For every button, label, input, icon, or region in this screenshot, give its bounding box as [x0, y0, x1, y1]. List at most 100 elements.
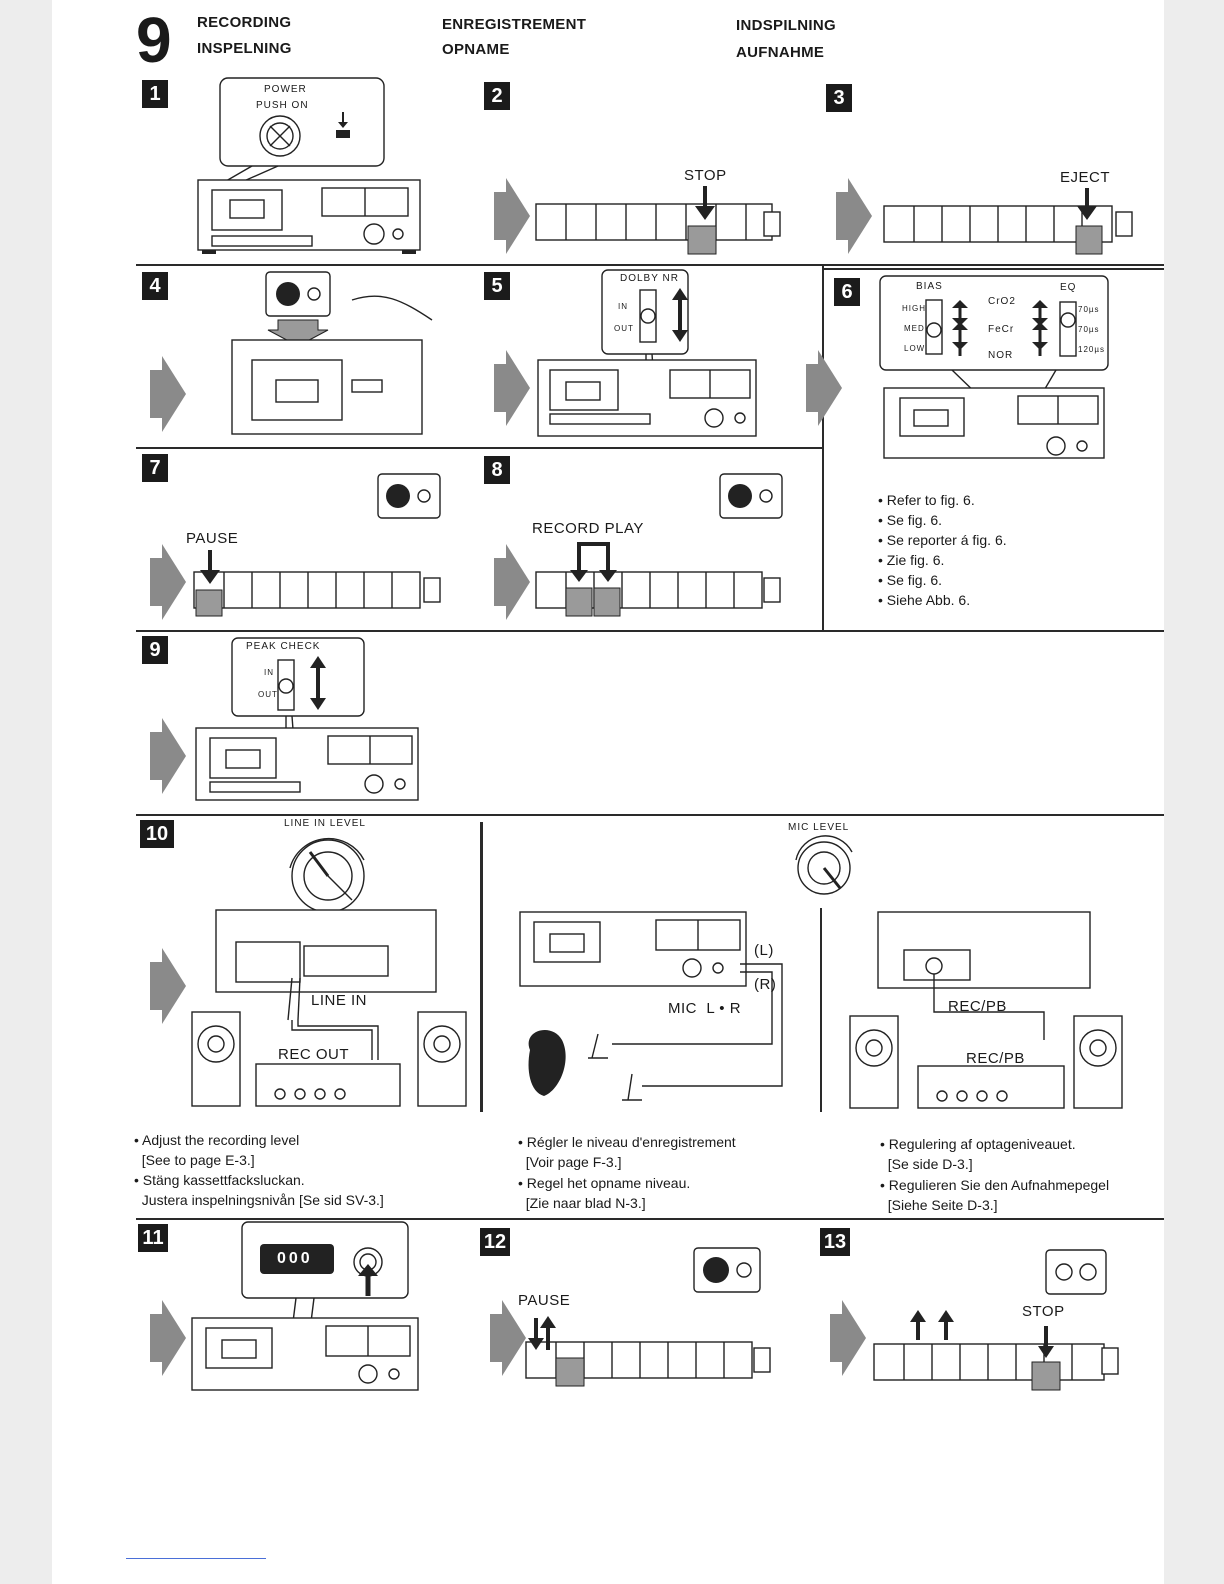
step10-note-fr-1: • Régler le niveau d'enregistrement [518, 1134, 736, 1150]
manual-page: 9 RECORDING INSPELNING ENREGISTREMENT OP… [52, 0, 1164, 1584]
step-number-6: 6 [834, 278, 860, 306]
step-number-12: 12 [480, 1228, 510, 1256]
col-divider [822, 266, 824, 632]
step10-note-en-1: • Adjust the recording level [134, 1132, 300, 1148]
recpb-label-deck: REC/PB [948, 998, 1007, 1015]
step2-stop-label: STOP [684, 167, 727, 184]
step3-eject-label: EJECT [1060, 169, 1111, 186]
step6-note-4: • Zie fig. 6. [878, 552, 945, 568]
peak-in: IN [264, 668, 274, 677]
flow-arrow [830, 1300, 866, 1376]
title-aufnahme: AUFNAHME [736, 44, 825, 61]
power-label-1: POWER [264, 84, 307, 95]
power-label-2: PUSH ON [256, 100, 309, 111]
step6-note-3: • Se reporter á fig. 6. [878, 532, 1007, 548]
step-number-2: 2 [484, 82, 510, 110]
bias-label: BIAS [916, 281, 943, 292]
step9-illustration [195, 637, 419, 801]
title-enregistrement: ENREGISTREMENT [442, 16, 587, 33]
step10-note-da-1: • Regulering af optageniveauet. [880, 1136, 1076, 1152]
step10-note-de-1: • Regulieren Sie den Aufnahmepegel [880, 1177, 1110, 1193]
box-bottom [822, 630, 1164, 632]
step10-note-en-2: [See to page E-3.] [134, 1152, 255, 1168]
tape-counter-display: 000 [277, 1250, 313, 1267]
bias-high: HIGH [902, 304, 926, 313]
bias-med: MED [904, 324, 925, 333]
eq-70a: 70µs [1078, 305, 1100, 314]
step-number-13: 13 [820, 1228, 850, 1256]
step-number-7: 7 [142, 454, 168, 482]
flow-arrow [494, 350, 530, 426]
step12-pause-label: PAUSE [518, 1292, 571, 1309]
step10-note-sv-1: • Stäng kassettfacksluckan. [134, 1172, 305, 1188]
step6-note-1: • Refer to fig. 6. [878, 492, 975, 508]
step-number-8: 8 [484, 456, 510, 484]
step10-note-nl-2: [Zie naar blad N-3.] [518, 1195, 646, 1211]
step-number-10: 10 [140, 820, 174, 848]
row3-illustrations [193, 473, 783, 617]
col-divider [820, 908, 822, 1112]
step-number-5: 5 [484, 272, 510, 300]
row6-illustrations [191, 1221, 1119, 1391]
step1-power-illustration [197, 77, 421, 254]
step10-note-de-2: [Siehe Seite D-3.] [880, 1197, 998, 1213]
step13-stop-label: STOP [1022, 1303, 1065, 1320]
mic-lr-label: MIC L • R [668, 1000, 742, 1017]
peak-check-label: PEAK CHECK [246, 641, 321, 652]
dolby-in: IN [618, 302, 628, 311]
row2-illustrations [231, 269, 1109, 459]
col-divider [480, 822, 483, 1112]
flow-arrow [150, 1300, 186, 1376]
step6-note-2: • Se fig. 6. [878, 512, 943, 528]
step-number-9: 9 [142, 636, 168, 664]
flow-arrow [494, 178, 530, 254]
section-number: 9 [136, 4, 172, 76]
recpb-label-amp: REC/PB [966, 1050, 1025, 1067]
step10-note-sv-2: Justera inspelningsnivån [Se sid SV-3.] [134, 1192, 384, 1208]
mic-level-label: MIC LEVEL [788, 822, 850, 833]
step-number-3: 3 [826, 84, 852, 112]
title-opname: OPNAME [442, 41, 510, 58]
flow-arrow [150, 356, 186, 432]
footer-link-underline [126, 1558, 266, 1559]
step10-note-nl-1: • Regel het opname niveau. [518, 1175, 691, 1191]
step-number-4: 4 [142, 272, 168, 300]
line-in-label: LINE IN [311, 992, 368, 1009]
step10-illustrations [191, 835, 1123, 1109]
flow-arrow [490, 1300, 526, 1376]
step10-note-fr-2: [Voir page F-3.] [518, 1154, 622, 1170]
flow-arrow [494, 544, 530, 620]
title-indspilning: INDSPILNING [736, 17, 836, 34]
eq-label: EQ [1060, 282, 1077, 293]
tape-fecr: FeCr [988, 324, 1015, 335]
line-in-level-label: LINE IN LEVEL [284, 818, 366, 829]
tape-cro2: CrO2 [988, 296, 1016, 307]
row-divider [136, 447, 822, 449]
dolby-label: DOLBY NR [620, 273, 679, 284]
step8-record-play-label: RECORD PLAY [532, 520, 644, 537]
flow-arrow [806, 350, 842, 426]
title-inspelning: INSPELNING [197, 40, 292, 57]
row-divider [136, 264, 1164, 266]
step10-note-da-2: [Se side D-3.] [880, 1156, 973, 1172]
eq-120: 120µs [1078, 345, 1105, 354]
right-channel-label: (R) [754, 976, 777, 993]
step-number-11: 11 [138, 1224, 168, 1252]
rec-out-label: REC OUT [278, 1046, 349, 1063]
flow-arrow [150, 948, 186, 1024]
eq-70b: 70µs [1078, 325, 1100, 334]
dolby-out: OUT [614, 324, 634, 333]
step2-keybar [535, 186, 1133, 255]
flow-arrow [150, 718, 186, 794]
step-number-1: 1 [142, 80, 168, 108]
row-divider [136, 814, 1164, 816]
tape-nor: NOR [988, 350, 1014, 361]
title-recording: RECORDING [197, 14, 292, 31]
step7-pause-label: PAUSE [186, 530, 239, 547]
row-divider [136, 630, 822, 632]
step6-note-5: • Se fig. 6. [878, 572, 943, 588]
row-divider [136, 1218, 1164, 1220]
left-channel-label: (L) [754, 942, 774, 959]
peak-out: OUT [258, 690, 278, 699]
bias-low: LOW [904, 344, 926, 353]
